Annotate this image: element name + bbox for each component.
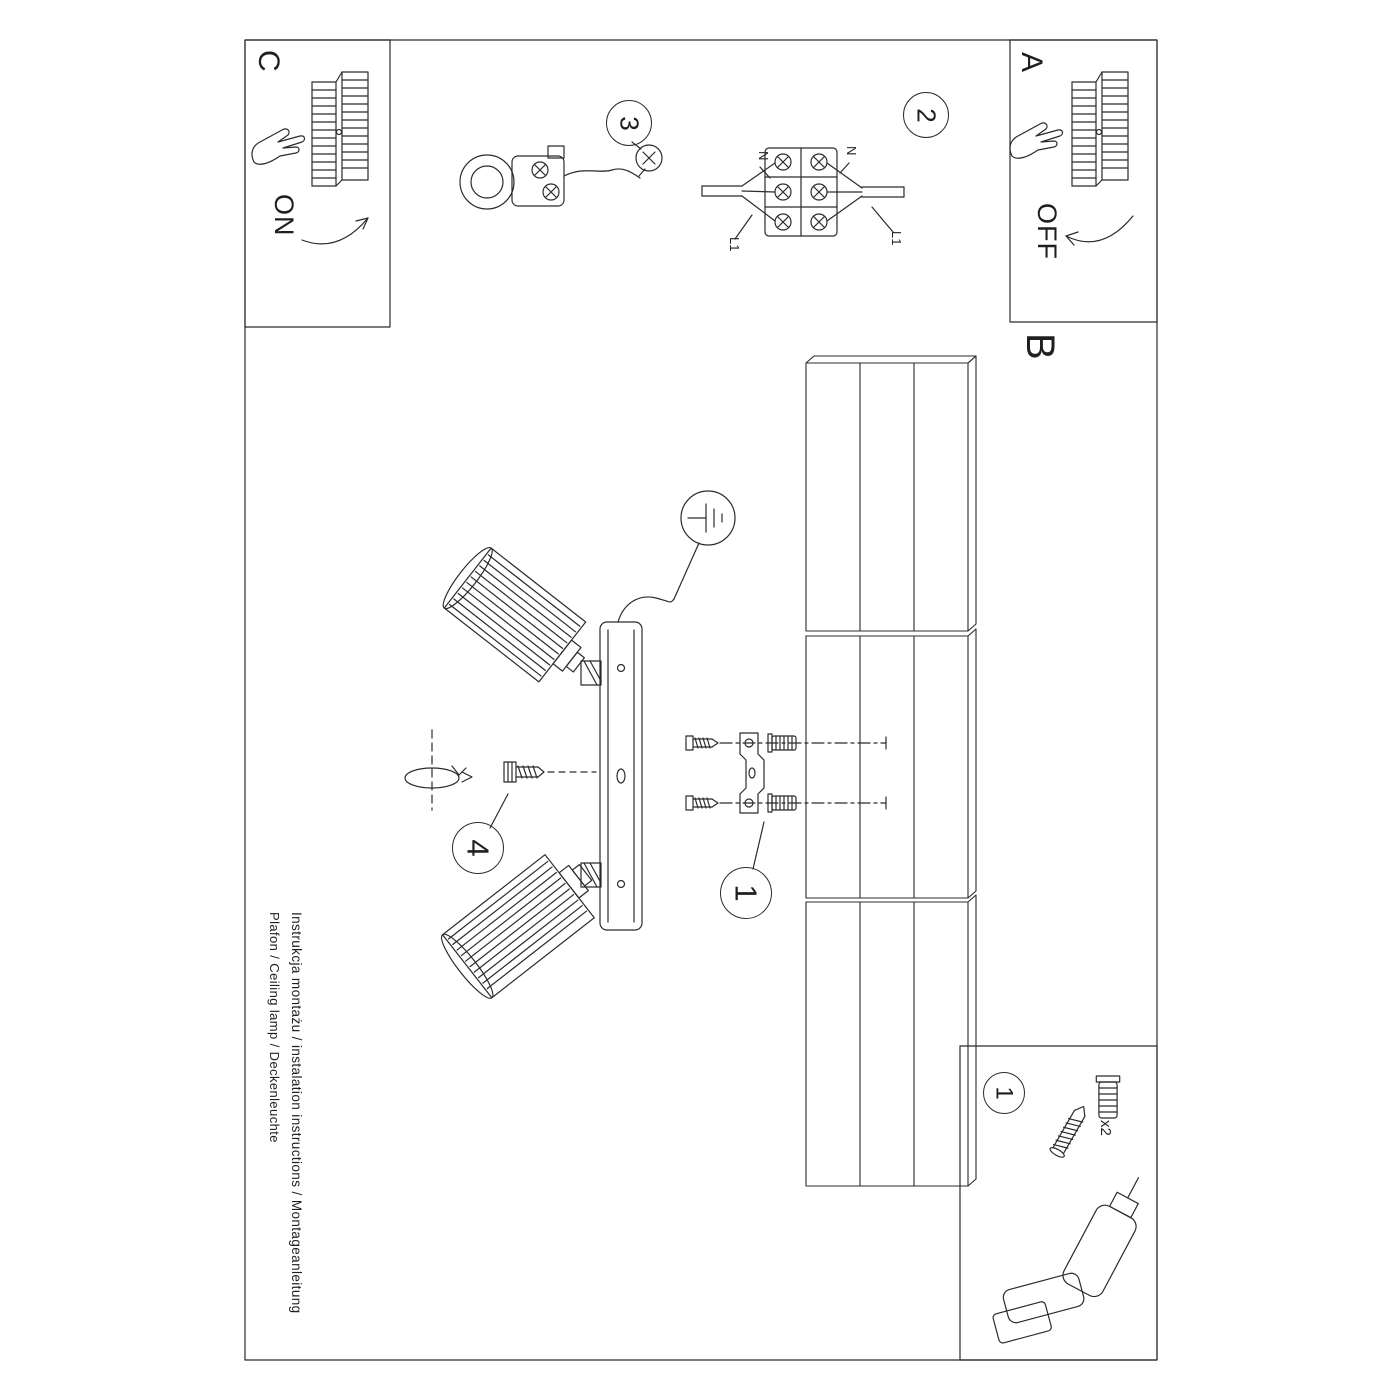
- cable-line: [564, 169, 640, 178]
- step-4-badge: 4: [452, 822, 504, 874]
- step-2-badge: 2: [903, 92, 949, 138]
- rotation-arrow-icon: [405, 730, 472, 810]
- terminal-block-drawing: [702, 148, 904, 239]
- step-1-badge: 1: [720, 867, 772, 919]
- socket-drawing: [460, 142, 662, 209]
- section-b-label: B: [1018, 333, 1062, 360]
- screw-part-icon: [1048, 1101, 1092, 1160]
- curved-arrow-icon: [302, 218, 368, 244]
- hand-icon: [251, 128, 306, 165]
- curved-arrow-icon: [1066, 216, 1133, 242]
- hand-icon: [1009, 122, 1064, 159]
- parts-step-badge: 1: [983, 1072, 1025, 1114]
- wire-label-l1-left: L1: [727, 237, 742, 252]
- footer-instructions-title: Instrukcja montażu / instalation instruc…: [289, 912, 304, 1314]
- footer-product-name: Plafon / Ceiling lamp / Deckenleuchte: [267, 912, 282, 1143]
- wire-label-n-left: N: [756, 151, 771, 161]
- section-c-label: C: [252, 50, 285, 72]
- wall-plug-part-icon: [1095, 1075, 1121, 1119]
- switch-icon: [311, 71, 369, 187]
- fastener-quantity-label: x2: [1097, 1120, 1114, 1136]
- ground-symbol-icon: [674, 491, 735, 599]
- switch-off-label: OFF: [1032, 203, 1062, 260]
- wire-label-l1-right: L1: [889, 231, 904, 246]
- lamp-shade-upper: [437, 543, 602, 695]
- ceiling-panel-drawing: [806, 356, 976, 1186]
- drill-icon: [987, 1167, 1158, 1344]
- section-c-drawing: [245, 40, 390, 327]
- page-border: [245, 40, 1157, 1360]
- mounting-screw-icon: [685, 795, 719, 811]
- wire-label-n-right: N: [844, 146, 859, 156]
- switch-icon: [1071, 71, 1129, 187]
- lamp-shade-lower: [435, 842, 610, 1004]
- parts-box-drawing: [960, 1046, 1158, 1360]
- screw-head-symbol-icon: [636, 145, 662, 176]
- switch-on-label: ON: [269, 194, 299, 237]
- step-3-badge: 3: [606, 100, 652, 146]
- lamp-assembly-drawing: [405, 491, 735, 1003]
- section-a-label: A: [1015, 52, 1048, 73]
- adjust-screw-icon: [504, 762, 596, 782]
- section-a-drawing: [1009, 40, 1157, 322]
- mounting-screw-icon: [685, 735, 719, 751]
- ground-cable-line: [618, 597, 674, 622]
- bracket-fasteners-drawing: [685, 733, 886, 869]
